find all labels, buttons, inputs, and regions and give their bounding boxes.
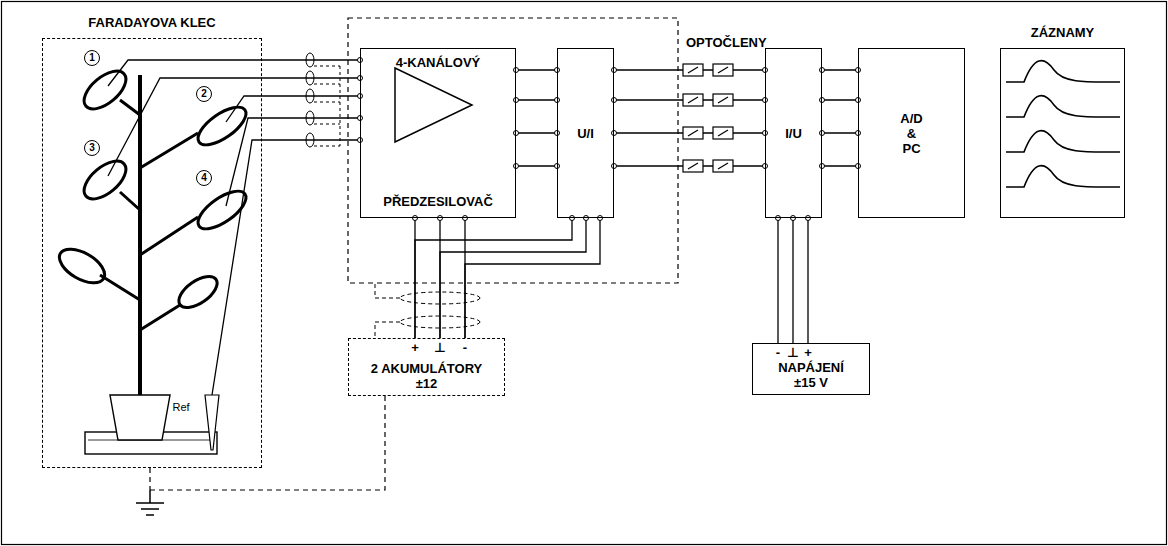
signal-wire: [807, 218, 808, 343]
converter-box: I/U: [765, 48, 822, 218]
callout-number: 3: [84, 140, 100, 156]
optocoupler-symbols: [683, 64, 733, 172]
amplifier-symbol: [395, 68, 472, 142]
leaf: [54, 242, 110, 290]
signal-wire: [822, 132, 858, 133]
records-box: ZÁZNAMY: [1000, 48, 1125, 218]
terminal-sign: -: [772, 346, 784, 360]
plant-illustration: [54, 60, 262, 454]
box-label: PŘEDZESILOVAČ: [383, 194, 493, 209]
callout-number: 4: [196, 170, 212, 186]
signal-wire: [516, 165, 557, 166]
leaf: [192, 184, 252, 236]
leaf: [174, 270, 223, 313]
terminal-sign: +: [802, 346, 814, 360]
heading-label: ZÁZNAMY: [1001, 25, 1124, 40]
box-label: NAPÁJENÍ ±15 V: [766, 360, 856, 390]
box-label: 4-KANÁLOVÝ: [396, 55, 481, 70]
callout-number: 2: [196, 86, 212, 102]
battery-box: 2 AKUMULÁTORY ±12: [348, 338, 505, 396]
callout-number: 1: [84, 50, 100, 66]
signal-wire: [792, 218, 793, 343]
leaf: [77, 64, 132, 116]
signal-wire: [516, 99, 557, 100]
signal-wire: [822, 69, 858, 70]
faraday-cage: FARADAYOVA KLEC: [42, 38, 262, 468]
signal-wire: [262, 77, 360, 78]
heading-label: FARADAYOVA KLEC: [43, 15, 261, 30]
box-label: 2 AKUMULÁTORY ±12: [367, 361, 487, 391]
signal-wire: [262, 95, 360, 96]
leaf: [77, 154, 132, 206]
signal-wire: [822, 165, 858, 166]
box-label: I/U: [785, 126, 802, 141]
converter-box: U/I: [557, 48, 614, 218]
electrode-wire: [108, 78, 262, 176]
terminal-dots: [358, 58, 861, 221]
electrode-label: Ref: [166, 400, 196, 414]
signal-wire: [262, 59, 360, 60]
ground-connection: [136, 396, 385, 515]
signal-wire: [516, 132, 557, 133]
signal-wire: [415, 218, 572, 338]
electrode-wire: [108, 60, 262, 86]
terminal-sign: +: [409, 341, 421, 355]
adc-pc-box: A/D & PC: [858, 48, 965, 218]
section-label: OPTOČLENY: [686, 36, 767, 50]
terminal-sign: ⊥: [787, 346, 799, 360]
preamplifier-box: 4-KANÁLOVÝ PŘEDZESILOVAČ: [360, 48, 516, 218]
box-label: A/D & PC: [898, 111, 926, 156]
stem: [138, 75, 142, 395]
signal-wire: [777, 218, 778, 343]
terminal-sign: ⊥: [434, 341, 446, 355]
electrode-wire: [212, 140, 262, 395]
shield-group: [348, 18, 678, 283]
leaf: [192, 100, 252, 152]
signal-wire: [465, 218, 600, 338]
signal-wire: [262, 139, 360, 140]
signal-wire: [262, 117, 360, 118]
record-traces: [1006, 61, 1120, 187]
box-label: U/I: [577, 126, 594, 141]
reference-electrode: [205, 395, 219, 450]
signal-wire: [516, 69, 557, 70]
branches: [100, 100, 198, 330]
signal-wire: [822, 99, 858, 100]
signal-wire: [440, 218, 586, 338]
terminal-sign: -: [459, 341, 471, 355]
pot: [110, 395, 170, 440]
